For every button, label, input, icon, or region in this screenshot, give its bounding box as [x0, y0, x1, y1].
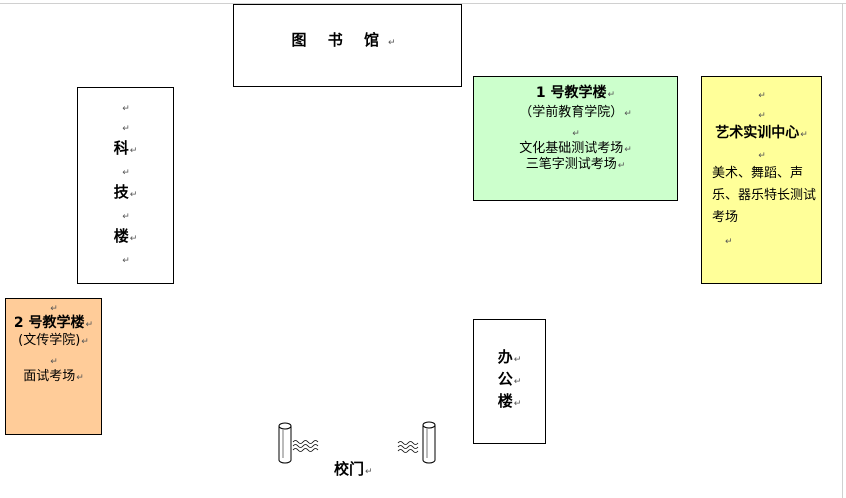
teaching-building-2-college: (文传学院) [18, 332, 81, 348]
paragraph-mark-icon: ↵ [129, 190, 138, 200]
paragraph-mark-icon: ↵ [758, 91, 766, 101]
tech-building-box: ↵ ↵ 科↵ ↵ 技↵ ↵ 楼↵ ↵ [77, 87, 174, 284]
paragraph-mark-icon: ↵ [800, 130, 808, 140]
paragraph-mark-icon: ↵ [50, 304, 58, 314]
paragraph-mark-icon: ↵ [122, 104, 130, 114]
paragraph-mark-icon: ↵ [513, 355, 522, 365]
paragraph-mark-icon: ↵ [122, 256, 130, 266]
paragraph-mark-icon: ↵ [122, 168, 130, 178]
paragraph-mark-icon: ↵ [607, 90, 616, 100]
paragraph-mark-icon: ↵ [725, 236, 733, 247]
paragraph-mark-icon: ↵ [624, 108, 632, 119]
paragraph-mark-icon: ↵ [81, 336, 89, 347]
paragraph-mark-icon: ↵ [365, 467, 373, 477]
teaching-building-1-venue-1: 文化基础测试考场 [519, 140, 624, 156]
tech-char-2: 技 [113, 183, 129, 201]
paragraph-mark-icon: ↵ [513, 399, 522, 409]
paragraph-mark-icon: ↵ [513, 377, 522, 387]
paragraph-mark-icon: ↵ [758, 150, 766, 161]
art-center-name: 艺术实训中心 [715, 125, 800, 141]
teaching-building-2-box: ↵ 2 号教学楼↵ (文传学院)↵ ↵ 面试考场↵ [5, 298, 102, 435]
paragraph-mark-icon: ↵ [122, 124, 130, 134]
tech-char-1: 科 [113, 139, 129, 157]
teaching-building-1-name: 1 号教学楼 [535, 85, 607, 101]
paragraph-mark-icon: ↵ [129, 146, 138, 156]
office-char-2: 公 [497, 370, 513, 388]
office-char-3: 楼 [497, 392, 513, 410]
gate-left-pillar-icon [278, 422, 319, 464]
library-label: 图 书 馆 [291, 31, 387, 49]
paragraph-mark-icon: ↵ [50, 356, 58, 367]
library-box: 图 书 馆↵ [233, 4, 462, 87]
paragraph-mark-icon: ↵ [76, 372, 84, 383]
art-center-box: ↵ ↵ 艺术实训中心↵ ↵ 美术、舞蹈、声乐、器乐特长测试考场 ↵ [701, 76, 822, 284]
gate-label-text: 校门 [334, 460, 365, 478]
page-edge-top [0, 3, 846, 4]
paragraph-mark-icon: ↵ [617, 161, 626, 171]
teaching-building-2-name: 2 号教学楼 [13, 315, 85, 331]
art-center-description: 美术、舞蹈、声乐、器乐特长测试考场 [712, 165, 817, 225]
teaching-building-1-box: 1 号教学楼↵ （学前教育学院）↵ ↵ 文化基础测试考场↵ 三笔字测试考场↵ [473, 76, 678, 201]
gate-label: 校门↵ [334, 458, 373, 479]
paragraph-mark-icon: ↵ [572, 128, 580, 139]
paragraph-mark-icon: ↵ [122, 212, 130, 222]
office-building-box: 办↵ 公↵ 楼↵ [473, 319, 546, 444]
paragraph-mark-icon: ↵ [387, 38, 404, 48]
teaching-building-1-college: （学前教育学院） [519, 104, 624, 120]
paragraph-mark-icon: ↵ [85, 320, 94, 330]
page-edge-right [842, 3, 843, 498]
teaching-building-2-venue: 面试考场 [23, 368, 76, 384]
gate-right-pillar-icon [397, 421, 436, 464]
teaching-building-1-venue-2: 三笔字测试考场 [525, 157, 617, 172]
tech-char-3: 楼 [113, 227, 129, 245]
paragraph-mark-icon: ↵ [758, 111, 766, 121]
office-char-1: 办 [497, 348, 513, 366]
paragraph-mark-icon: ↵ [624, 144, 632, 155]
paragraph-mark-icon: ↵ [129, 234, 138, 244]
